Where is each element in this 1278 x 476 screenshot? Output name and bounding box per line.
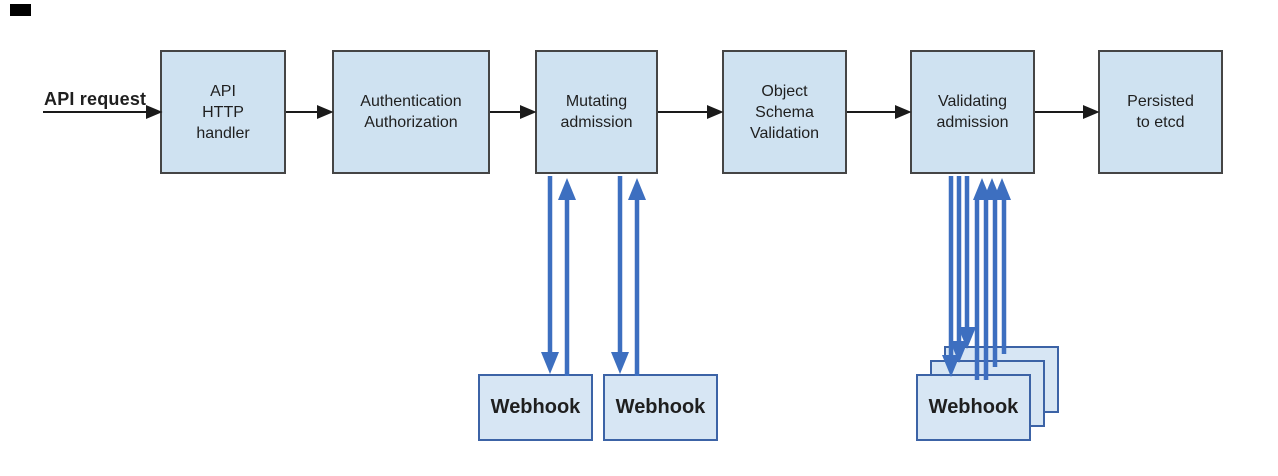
mutating-webhook-2-label: Webhook	[615, 396, 706, 418]
node-mutating-admission-label: Mutating admission	[560, 93, 633, 131]
node-validating-admission: Validating admission	[910, 50, 1035, 174]
node-persisted-to-etcd: Persisted to etcd	[1098, 50, 1223, 174]
node-mutating-admission: Mutating admission	[535, 50, 658, 174]
node-authentication-authorization-label: Authentication Authorization	[360, 93, 462, 131]
node-validating-webhook-front: Webhook	[916, 374, 1031, 441]
node-api-http-handler: API HTTP handler	[160, 50, 286, 174]
api-request-label: API request	[44, 89, 147, 109]
node-mutating-webhook-2: Webhook	[603, 374, 718, 441]
node-object-schema-validation: Object Schema Validation	[722, 50, 847, 174]
corner-artifact-mark	[10, 4, 31, 16]
validating-webhook-label: Webhook	[928, 396, 1019, 418]
node-api-http-handler-label: API HTTP handler	[196, 82, 250, 142]
node-object-schema-validation-label: Object Schema Validation	[749, 82, 820, 142]
node-persisted-to-etcd-label: Persisted to etcd	[1127, 93, 1194, 131]
node-mutating-webhook-1: Webhook	[478, 374, 593, 441]
mutating-webhook-1-label: Webhook	[490, 396, 581, 418]
node-authentication-authorization: Authentication Authorization	[332, 50, 490, 174]
node-validating-admission-label: Validating admission	[936, 93, 1009, 131]
